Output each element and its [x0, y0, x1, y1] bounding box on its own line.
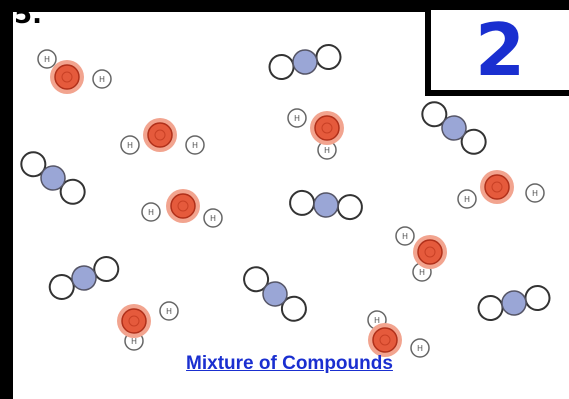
- oxygen-end-atom: [289, 189, 316, 216]
- svg-text:H: H: [464, 195, 470, 204]
- left-border-line: [7, 0, 9, 399]
- svg-text:H: H: [532, 189, 538, 198]
- oxygen-end-atom: [477, 294, 504, 321]
- hydrogen-atom: H: [410, 338, 430, 358]
- water-molecule: HH: [287, 108, 344, 160]
- caption-text: Mixture of Compounds: [186, 353, 393, 374]
- hydrogen-atom: H: [395, 226, 415, 246]
- hydrogen-atom: H: [525, 183, 545, 203]
- oxygen-atom: [372, 327, 398, 353]
- water-molecule: HH: [457, 170, 545, 209]
- hydrogen-atom: H: [185, 135, 205, 155]
- oxygen-atom: [314, 115, 340, 141]
- oxygen-end-atom: [93, 256, 120, 283]
- co2-molecule: [268, 44, 342, 80]
- oxygen-end-atom: [524, 285, 551, 312]
- water-molecule: HH: [37, 49, 112, 94]
- carbon-atom: [71, 265, 97, 291]
- svg-text:H: H: [148, 208, 154, 217]
- hydrogen-atom: H: [120, 135, 140, 155]
- oxygen-atom: [54, 64, 80, 90]
- carbon-atom: [292, 49, 318, 75]
- hydrogen-atom: H: [141, 202, 161, 222]
- hydrogen-atom: H: [203, 208, 223, 228]
- co2-molecule: [477, 285, 551, 321]
- svg-text:H: H: [127, 141, 133, 150]
- water-molecule: HH: [141, 189, 223, 228]
- co2-molecule: [289, 189, 363, 221]
- svg-text:H: H: [192, 141, 198, 150]
- oxygen-end-atom: [460, 128, 487, 155]
- co2-molecule: [243, 266, 307, 322]
- hydrogen-atom: H: [92, 69, 112, 89]
- svg-text:H: H: [44, 55, 50, 64]
- co2-molecule: [421, 101, 487, 155]
- water-molecule: HH: [117, 301, 179, 351]
- svg-text:H: H: [99, 75, 105, 84]
- oxygen-atom: [417, 239, 443, 265]
- carbon-atom: [40, 165, 66, 191]
- answer-number: 2: [474, 8, 526, 92]
- svg-text:H: H: [166, 307, 172, 316]
- hydrogen-atom: H: [37, 49, 57, 69]
- carbon-atom: [313, 192, 339, 218]
- svg-text:H: H: [417, 344, 423, 353]
- carbon-atom: [441, 115, 467, 141]
- answer-box: 2: [425, 4, 569, 96]
- oxygen-atom: [121, 308, 147, 334]
- carbon-atom: [501, 290, 527, 316]
- oxygen-end-atom: [315, 44, 342, 71]
- svg-text:H: H: [131, 337, 137, 346]
- svg-text:H: H: [374, 316, 380, 325]
- co2-molecule: [48, 256, 120, 300]
- water-molecule: HH: [367, 310, 430, 358]
- oxygen-atom: [147, 122, 173, 148]
- svg-text:H: H: [402, 232, 408, 241]
- carbon-atom: [262, 281, 288, 307]
- oxygen-end-atom: [268, 53, 295, 80]
- hydrogen-atom: H: [159, 301, 179, 321]
- co2-molecule: [20, 151, 86, 205]
- svg-text:H: H: [324, 146, 330, 155]
- svg-text:H: H: [294, 114, 300, 123]
- problem-number: 5.: [14, 0, 42, 30]
- oxygen-atom: [170, 193, 196, 219]
- svg-text:H: H: [210, 214, 216, 223]
- svg-text:H: H: [419, 268, 425, 277]
- oxygen-end-atom: [336, 194, 363, 221]
- hydrogen-atom: H: [457, 189, 477, 209]
- caption: Mixture of Compounds: [0, 353, 569, 375]
- oxygen-atom: [484, 174, 510, 200]
- hydrogen-atom: H: [287, 108, 307, 128]
- water-molecule: HH: [395, 226, 447, 282]
